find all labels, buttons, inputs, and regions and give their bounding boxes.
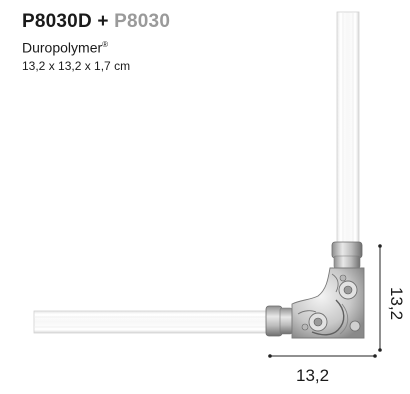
- product-title: P8030D + P8030: [22, 10, 170, 34]
- material-name: Duropolymer: [22, 39, 103, 56]
- product-dimensions: 13,2 x 13,2 x 1,7 cm: [22, 58, 131, 73]
- registered-mark: ®: [102, 40, 109, 49]
- corner-ornament: [265, 241, 365, 339]
- vertical-rod: [336, 11, 360, 249]
- width-dimension-line: [268, 354, 377, 358]
- product-code: P8030D: [22, 11, 92, 32]
- horizontal-rod: [33, 310, 273, 334]
- material-line: Duropolymer®: [22, 36, 170, 57]
- plus-sign: +: [97, 11, 109, 32]
- width-dimension-label: 13,2: [296, 366, 330, 385]
- related-product-code: P8030: [114, 11, 171, 32]
- height-dimension-line: [378, 244, 382, 352]
- product-header: P8030D + P8030 Duropolymer® 13,2 x 13,2 …: [22, 10, 170, 74]
- height-dimension-label: 13,2: [387, 287, 406, 321]
